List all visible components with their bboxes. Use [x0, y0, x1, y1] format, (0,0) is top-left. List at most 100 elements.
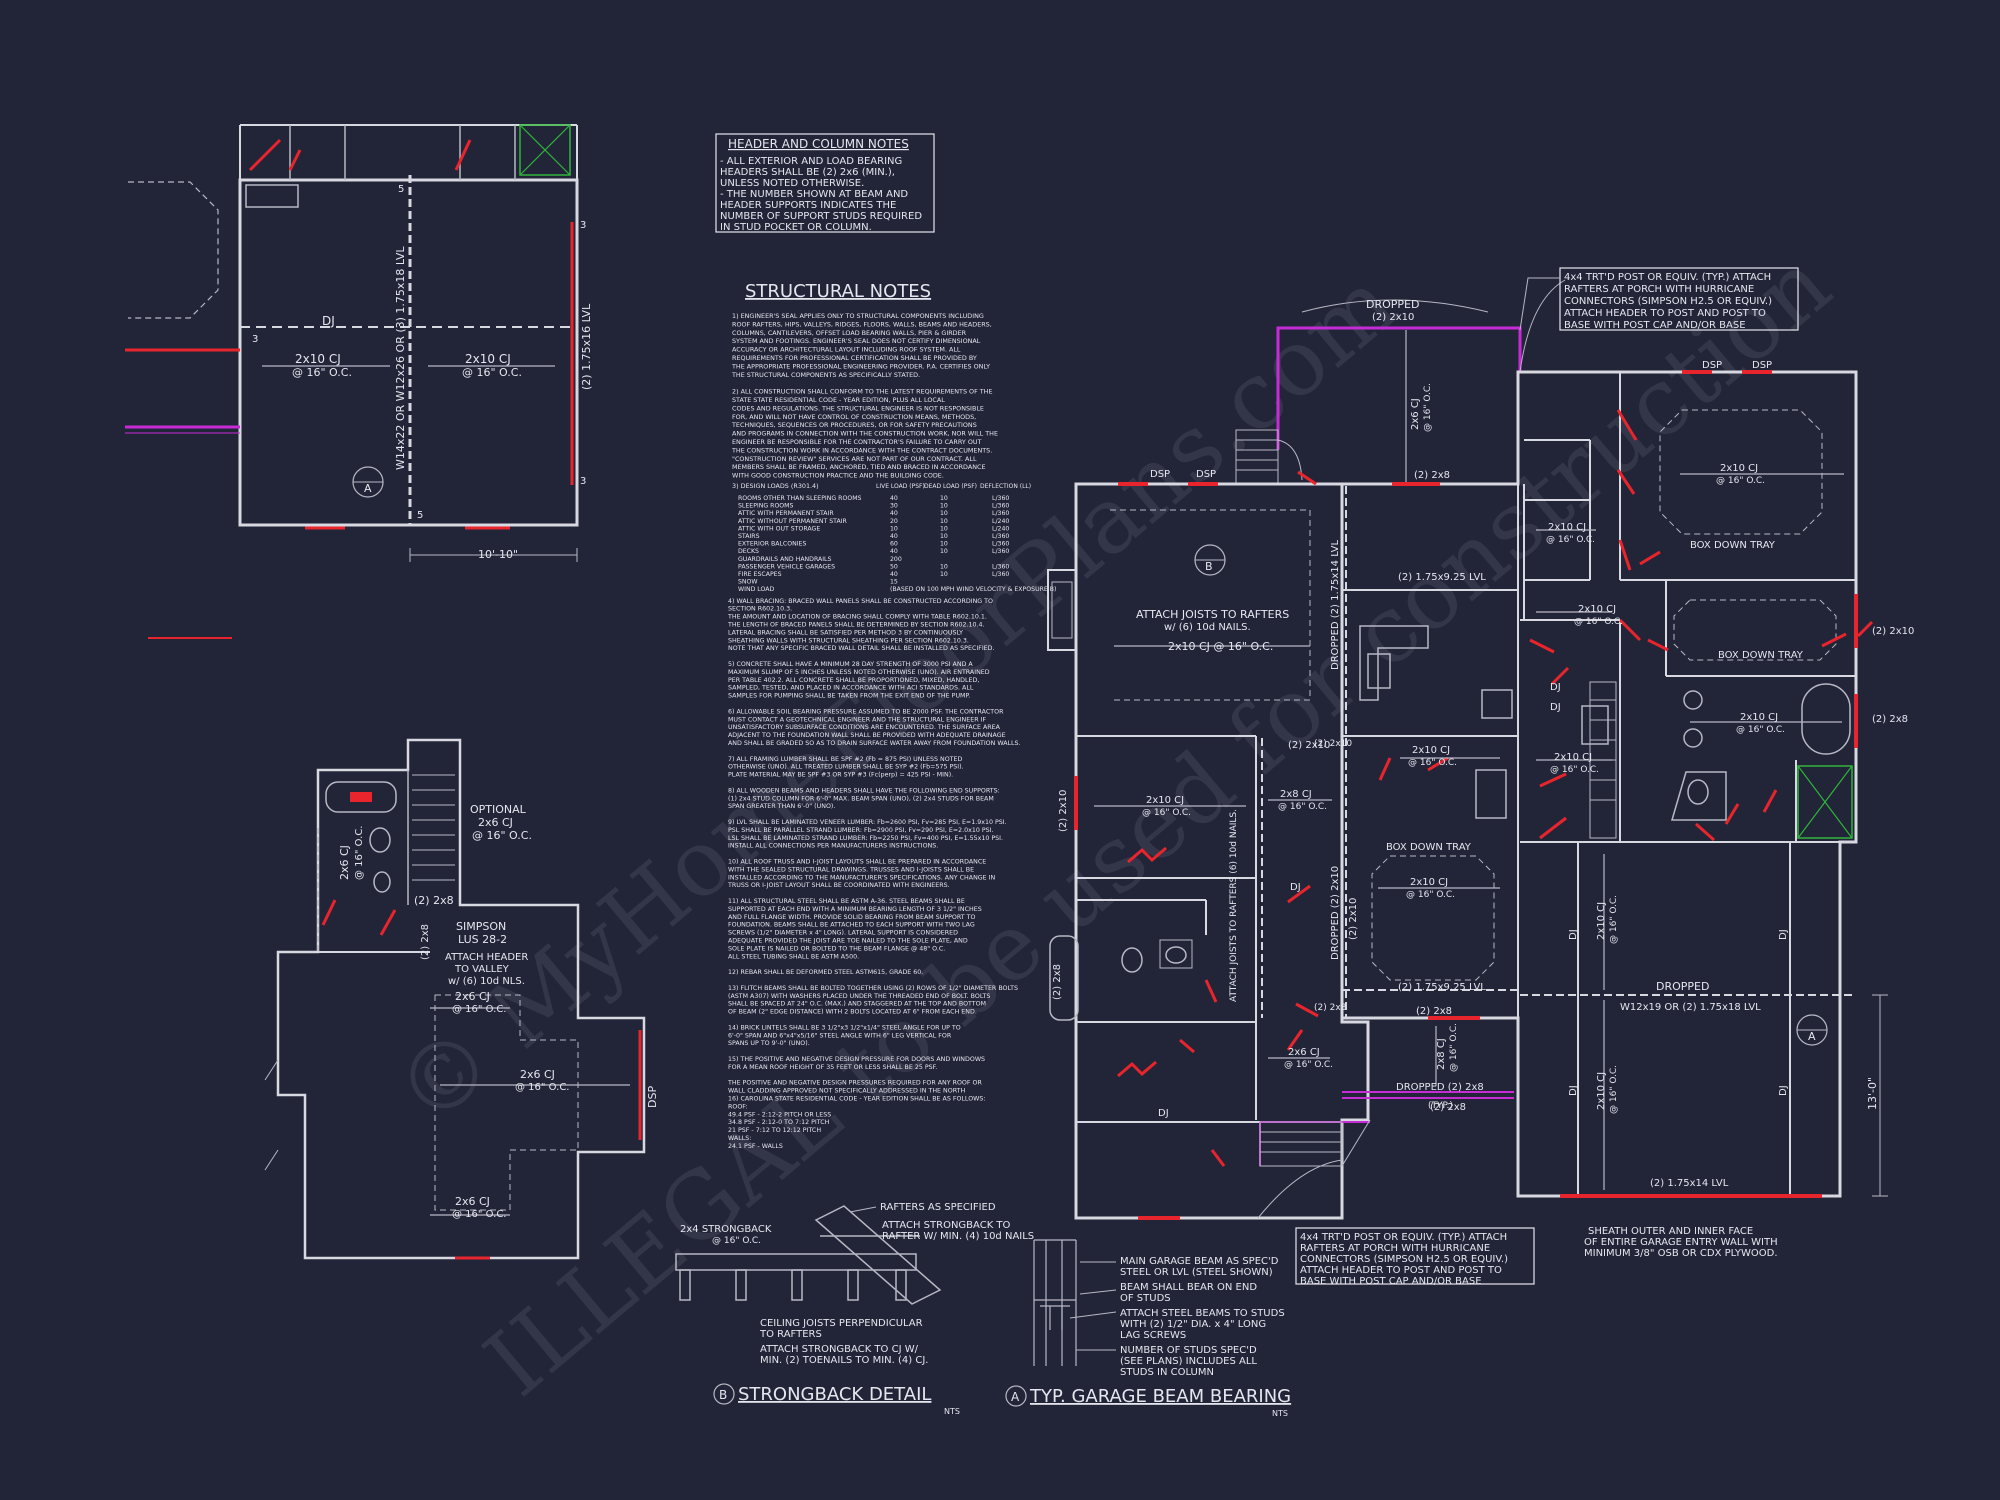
svg-text:2x6 CJ: 2x6 CJ [338, 845, 351, 880]
svg-text:(2) 2x10: (2) 2x10 [1372, 312, 1414, 323]
structural-note-line: STATE STATE RESIDENTIAL CODE - YEAR EDIT… [732, 396, 945, 404]
loads-row-live: 40 [890, 548, 898, 555]
svg-text:@ 16" O.C.: @ 16" O.C. [1449, 1023, 1459, 1072]
svg-text:@ 16" O.C.: @ 16" O.C. [472, 829, 532, 842]
loads-row-dead: 10 [940, 510, 948, 517]
svg-text:CONNECTORS (SIMPSON H2.5 OR EQ: CONNECTORS (SIMPSON H2.5 OR EQUIV.) [1564, 296, 1772, 307]
structural-note-line: FOUNDATION. BEAMS SHALL BE ATTACHED TO E… [728, 922, 975, 929]
svg-text:LUS 28-2: LUS 28-2 [458, 933, 507, 946]
loads-row-label: ATTIC WITH PERMANENT STAIR [738, 510, 834, 517]
svg-text:- ALL EXTERIOR AND LOAD BEARIN: - ALL EXTERIOR AND LOAD BEARING [720, 156, 902, 167]
svg-text:DSP: DSP [1150, 469, 1170, 480]
svg-text:2x8 CJ: 2x8 CJ [1280, 789, 1312, 800]
svg-text:@ 16" O.C.: @ 16" O.C. [452, 1004, 507, 1015]
structural-note-line: MUST CONTACT A GEOTECHNICAL ENGINEER AND… [728, 716, 986, 723]
structural-note-line: PSL SHALL BE PARALLEL STRAND LUMBER: Fb=… [728, 827, 994, 834]
loads-row-dead: 10 [940, 533, 948, 540]
plan-upper-left: DJ 2x10 CJ @ 16" O.C. 2x10 CJ @ 16" O.C.… [125, 124, 593, 639]
svg-text:RAFTERS AT PORCH WITH HURRICAN: RAFTERS AT PORCH WITH HURRICANE [1300, 1243, 1490, 1254]
svg-text:STUDS IN COLUMN: STUDS IN COLUMN [1120, 1367, 1214, 1378]
plan-main: B A 13'-0" 4x4 TRT'D POST OR EQUIV. (TYP… [1047, 267, 1914, 1287]
svg-text:BASE WITH POST CAP AND/OR BASE: BASE WITH POST CAP AND/OR BASE [1300, 1276, 1482, 1287]
loads-row-live: 40 [890, 495, 898, 502]
loads-row-dead: 10 [940, 563, 948, 570]
structural-note-line: THE APPROPRIATE PROFESSIONAL ENGINEERING… [731, 362, 990, 370]
main-dim-13: 13'-0" [1866, 1077, 1879, 1110]
loads-header: LIVE LOAD (PSF) [876, 483, 925, 490]
svg-text:(2) 2x8: (2) 2x8 [1416, 1006, 1452, 1017]
svg-text:IN STUD POCKET OR COLUMN.: IN STUD POCKET OR COLUMN. [720, 222, 872, 233]
svg-text:DROPPED (2) 2x10: DROPPED (2) 2x10 [1330, 866, 1341, 960]
loads-row-label: WIND LOAD [738, 586, 775, 593]
loads-row-live: 40 [890, 510, 898, 517]
svg-text:DROPPED: DROPPED [1366, 298, 1419, 311]
structural-note-line: AND PROGRAMS IN CONNECTION WITH THE CONS… [732, 430, 998, 438]
structural-note-line: THE CONSTRUCTION WORK IN ACCORDANCE WITH… [731, 446, 992, 454]
svg-text:MIN. (2) TOENAILS TO MIN. (4): MIN. (2) TOENAILS TO MIN. (4) CJ. [760, 1355, 928, 1366]
svg-text:ATTACH HEADER TO POST AND POST: ATTACH HEADER TO POST AND POST TO [1564, 308, 1766, 319]
svg-text:w/ (6) 10d NAILS.: w/ (6) 10d NAILS. [1164, 622, 1251, 633]
loads-row-live: 200 [890, 556, 902, 563]
svg-text:ATTACH JOISTS TO RAFTERS: ATTACH JOISTS TO RAFTERS [1136, 608, 1289, 621]
svg-text:DJ: DJ [1550, 682, 1561, 693]
garage-beam-bearing: MAIN GARAGE BEAM AS SPEC'D STEEL OR LVL … [1005, 1239, 1291, 1418]
structural-note-line: 16) CAROLINA STATE RESIDENTIAL CODE - YE… [728, 1096, 986, 1103]
svg-text:@ 16" O.C.: @ 16" O.C. [1423, 383, 1433, 432]
loads-row-dead: 10 [940, 571, 948, 578]
svg-text:BASE WITH POST CAP AND/OR BASE: BASE WITH POST CAP AND/OR BASE [1564, 320, 1746, 331]
structural-note-line: THE POSITIVE AND NEGATIVE DESIGN PRESSUR… [727, 1080, 982, 1087]
svg-text:2x6 CJ: 2x6 CJ [455, 990, 490, 1003]
loads-row-label: SLEEPING ROOMS [738, 503, 794, 510]
loads-row-label: EXTERIOR BALCONIES [738, 541, 806, 548]
loads-row-dead: 10 [940, 541, 948, 548]
svg-text:(2) 2x8: (2) 2x8 [420, 924, 431, 960]
garage-beam-bearing-title: TYP. GARAGE BEAM BEARING [1029, 1386, 1291, 1407]
svg-text:@ 16" O.C.: @ 16" O.C. [1609, 895, 1619, 944]
svg-text:W12x19 OR (2) 1.75x18 LVL: W12x19 OR (2) 1.75x18 LVL [1620, 1002, 1761, 1013]
header-column-notes: HEADER AND COLUMN NOTES - ALL EXTERIOR A… [715, 133, 935, 233]
svg-text:2x6 CJ: 2x6 CJ [520, 1068, 555, 1081]
loads-row-dead: 10 [940, 495, 948, 502]
svg-text:ATTACH STEEL BEAMS TO STUDS: ATTACH STEEL BEAMS TO STUDS [1120, 1308, 1285, 1319]
structural-note-line: SAMPLED, TESTED, AND PLACED IN ACCORDANC… [728, 685, 974, 692]
svg-text:(2) 2x8: (2) 2x8 [1314, 1003, 1347, 1013]
structural-note-line: WITH GOOD CONSTRUCTION PRACTICE AND THE … [732, 472, 944, 480]
structural-note-line: TECHNIQUES, SEQUENCES OR PROCEDURES, OR … [731, 421, 977, 429]
svg-text:NTS: NTS [944, 1407, 960, 1416]
structural-note-line: CODES AND REGULATIONS. THE STRUCTURAL EN… [732, 404, 984, 412]
structural-note-line: AND FULL FLANGE WIDTH. PROVIDE SOLID BEA… [728, 914, 975, 921]
svg-text:2x10 CJ: 2x10 CJ [1578, 604, 1616, 615]
structural-note-line: SYSTEM AND FOOTINGS. ENGINEER'S SEAL DOE… [732, 337, 981, 345]
svg-text:@ 16" O.C.: @ 16" O.C. [1284, 1060, 1333, 1070]
svg-text:(2) 1.75x9.25 LVL: (2) 1.75x9.25 LVL [1398, 572, 1486, 583]
svg-text:w/ (6) 10d NLS.: w/ (6) 10d NLS. [448, 976, 525, 987]
loads-row-label: SNOW [738, 579, 758, 586]
svg-text:(2) 2x8: (2) 2x8 [1430, 1102, 1466, 1113]
svg-text:(2) 2x8: (2) 2x8 [1052, 964, 1063, 1000]
svg-text:@ 16" O.C.: @ 16" O.C. [712, 1236, 761, 1246]
svg-text:(2) 2x8: (2) 2x8 [414, 894, 454, 907]
loads-row-live: 40 [890, 533, 898, 540]
structural-note-line: 21 PSF - 7:12 TO 12:12 PITCH [728, 1127, 821, 1134]
loads-row-deflection: L/360 [992, 548, 1009, 555]
loads-row-live: 20 [890, 518, 898, 525]
structural-note-line: ADJACENT TO THE FOUNDATION WALL SHALL BE… [728, 732, 1006, 739]
svg-text:ATTACH JOISTS TO RAFTERS (6) 1: ATTACH JOISTS TO RAFTERS (6) 10d NAILS. [1229, 809, 1239, 1002]
header-notes-title: HEADER AND COLUMN NOTES [728, 137, 909, 151]
svg-text:HEADER SUPPORTS INDICATES THE: HEADER SUPPORTS INDICATES THE [720, 200, 896, 211]
svg-text:CONNECTORS (SIMPSON H2.5 OR EQ: CONNECTORS (SIMPSON H2.5 OR EQUIV.) [1300, 1254, 1508, 1265]
garage-note: 4x4 TRT'D POST OR EQUIV. (TYP.) ATTACH [1300, 1232, 1507, 1243]
svg-text:(2) 2x10: (2) 2x10 [1314, 739, 1352, 749]
strongback-detail: RAFTERS AS SPECIFIED 2x4 STRONGBACK @ 16… [675, 1202, 1034, 1416]
loads-row-deflection: L/360 [992, 533, 1009, 540]
svg-text:ATTACH STRONGBACK TO: ATTACH STRONGBACK TO [882, 1220, 1011, 1231]
structural-note-line: INSTALL ALL CONNECTIONS PER MANUFACTURER… [728, 843, 938, 850]
svg-text:CEILING JOISTS PERPENDICULAR: CEILING JOISTS PERPENDICULAR [760, 1318, 923, 1329]
structural-note-line: FOR A MEAN ROOF HEIGHT OF 35 FEET OR LES… [728, 1064, 937, 1071]
structural-note-line: LATERAL BRACING SHALL BE SATISFIED PER M… [728, 629, 963, 636]
structural-note-line: SUPPORTED AT EACH END WITH A MINIMUM BEA… [728, 906, 982, 913]
structural-note-line: WITH THE SEALED STRUCTURAL DRAWINGS. TRU… [728, 866, 974, 873]
loads-row-deflection: L/360 [992, 541, 1009, 548]
svg-text:NTS: NTS [1272, 1409, 1288, 1418]
structural-note-line: MAXIMUM SLUMP OF 5 INCHES UNLESS NOTED O… [728, 669, 990, 676]
